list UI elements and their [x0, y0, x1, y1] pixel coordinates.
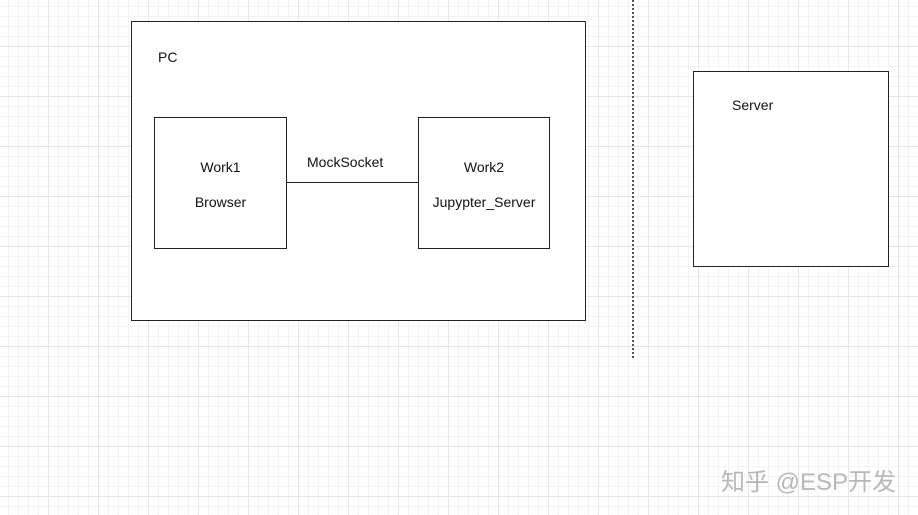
work1-subtitle: Browser	[194, 194, 247, 210]
mocksocket-connector-line[interactable]	[287, 182, 418, 183]
work2-subtitle: Jupypter_Server	[432, 194, 536, 210]
work1-browser-box[interactable]: Work1 Browser	[154, 117, 287, 249]
mocksocket-label: MockSocket	[307, 154, 384, 170]
dotted-divider-line	[632, 0, 634, 358]
zhihu-watermark: 知乎 @ESP开发	[720, 469, 896, 496]
pc-label: PC	[158, 49, 178, 65]
server-label: Server	[732, 97, 774, 113]
work2-server-box[interactable]: Work2 Jupypter_Server	[418, 117, 550, 249]
work1-title: Work1	[200, 159, 241, 175]
work2-title: Work2	[463, 159, 505, 175]
server-box[interactable]: Server	[693, 71, 889, 267]
